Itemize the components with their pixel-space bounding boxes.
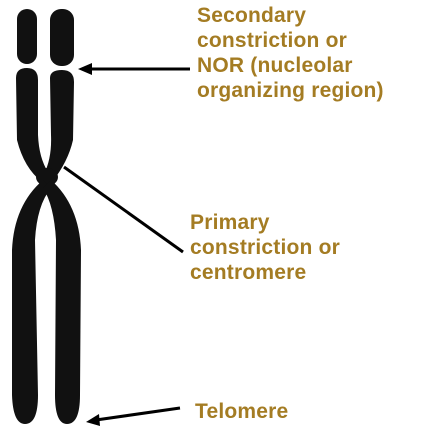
pointer-lines: [64, 63, 190, 426]
telomere-arrowhead: [86, 414, 100, 426]
label-line: Secondary: [197, 4, 306, 27]
telomere-pointer-line: [96, 408, 180, 420]
label-line: Primary: [190, 211, 270, 234]
primary-constriction-label: Primary constriction or centromere: [190, 210, 340, 285]
label-line: organizing region): [197, 79, 384, 102]
label-line: constriction or: [197, 29, 347, 52]
centromere-pointer-line: [64, 167, 183, 252]
telomere-label: Telomere: [195, 399, 288, 424]
secondary-constriction-label: Secondary constriction or NOR (nucleolar…: [197, 3, 384, 103]
chromosome: [12, 9, 81, 424]
chromatid-right-upper-tip: [50, 9, 74, 66]
label-line: constriction or: [190, 236, 340, 259]
label-line: centromere: [190, 261, 306, 284]
label-line: NOR (nucleolar: [197, 54, 353, 77]
centromere: [36, 168, 58, 186]
chromatid-left-upper-tip: [17, 9, 37, 64]
nor-arrowhead: [78, 63, 92, 75]
chromatid-left-lower-arm: [12, 180, 51, 424]
chromatid-right-upper-arm: [44, 70, 74, 182]
chromatid-left-upper-arm: [16, 68, 48, 182]
chromatid-right-lower-arm: [43, 180, 81, 424]
label-line: Telomere: [195, 400, 288, 423]
